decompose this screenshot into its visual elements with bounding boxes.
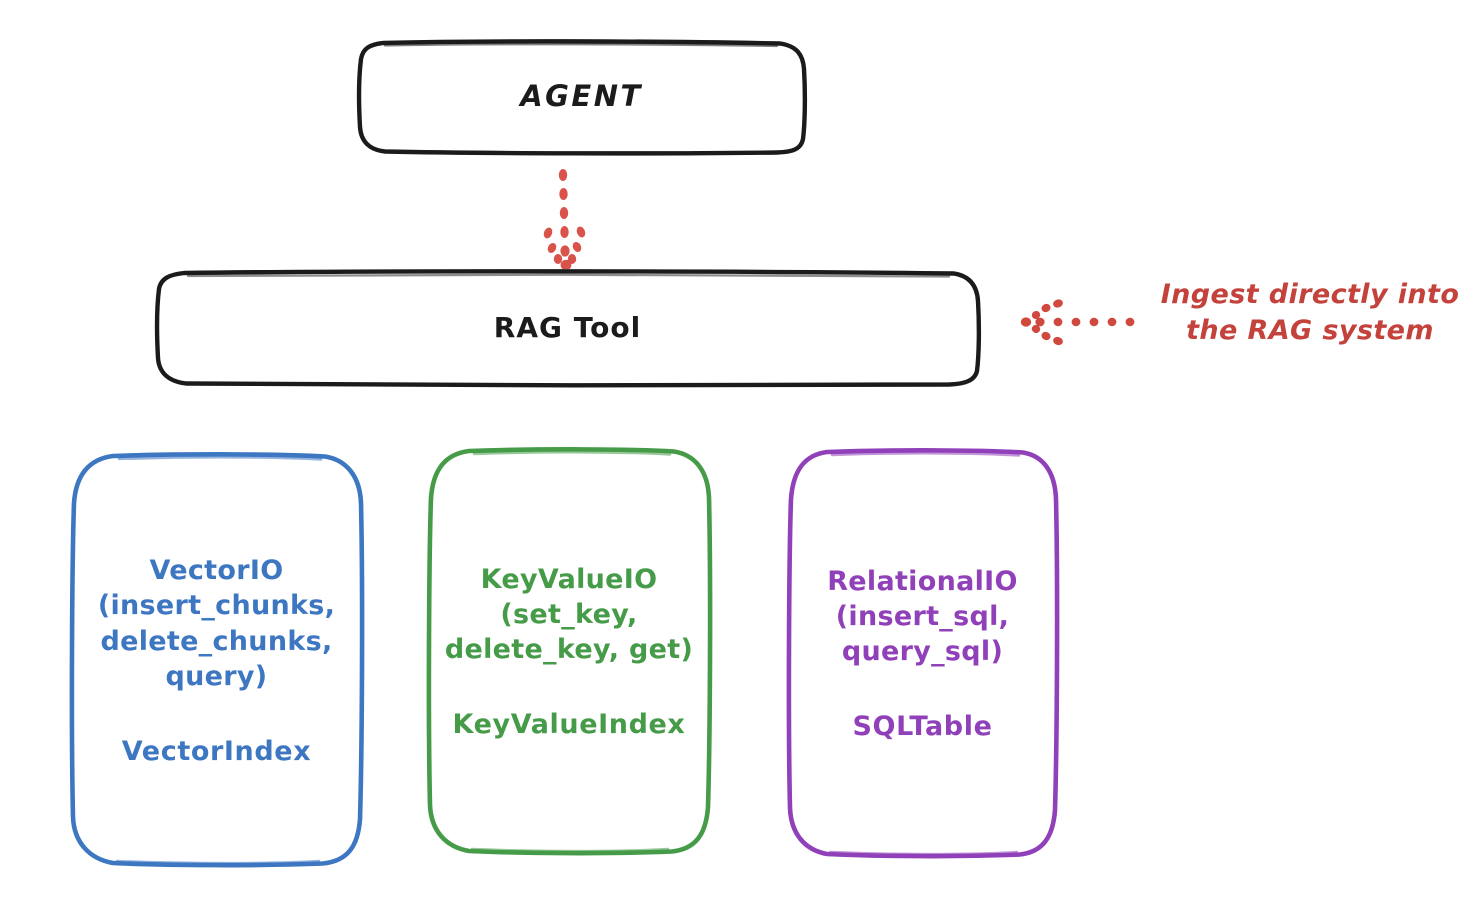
relational-io-sublabel: SQLTable — [852, 711, 993, 743]
relational-io-label: RelationalIO (insert_sql, query_sql) — [827, 565, 1018, 668]
ingest-arrow — [1020, 299, 1135, 346]
vector-io-sublabel: VectorIndex — [121, 735, 312, 767]
node-agent[interactable]: AGENT — [356, 39, 808, 156]
agent-label: AGENT — [520, 78, 643, 113]
node-rag-tool[interactable]: RAG Tool — [154, 269, 982, 388]
agent-to-rag-tool-arrow — [543, 169, 586, 271]
key-value-io-sublabel: KeyValueIndex — [452, 709, 686, 741]
node-vector-io[interactable]: VectorIO (insert_chunks, delete_chunks, … — [67, 451, 366, 869]
vector-io-label: VectorIO (insert_chunks, delete_chunks, … — [97, 555, 336, 692]
node-relational-io[interactable]: RelationalIO (insert_sql, query_sql) SQL… — [784, 447, 1061, 859]
key-value-io-label: KeyValueIO (set_key, delete_key, get) — [444, 563, 694, 666]
node-key-value-io[interactable]: KeyValueIO (set_key, delete_key, get) Ke… — [424, 446, 714, 856]
rag-tool-label: RAG Tool — [493, 310, 642, 344]
ingest-annotation-text: Ingest directly into the RAG system — [1160, 279, 1460, 347]
